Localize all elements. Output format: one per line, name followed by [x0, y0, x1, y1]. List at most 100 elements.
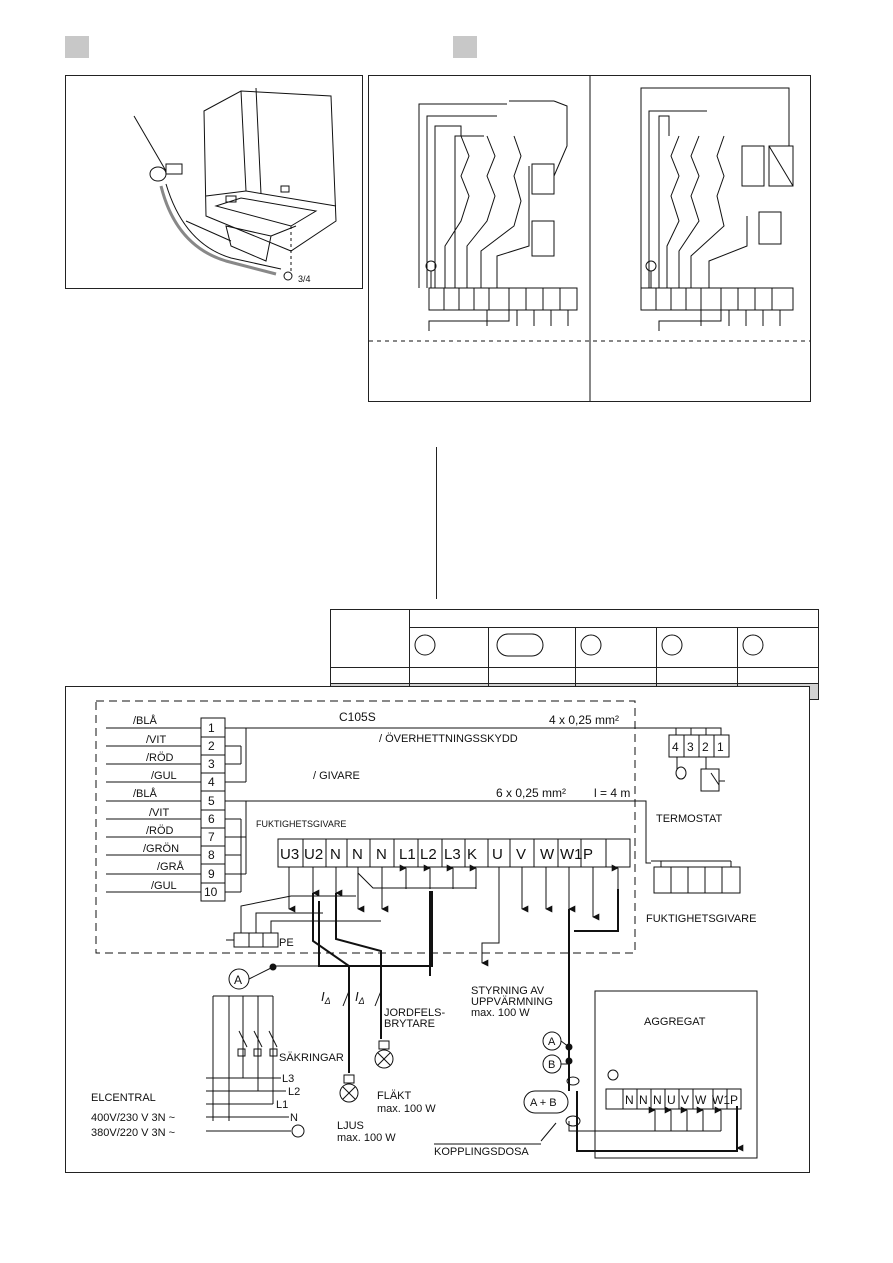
aggregat-label: AGGREGAT — [644, 1016, 706, 1028]
table-symbol-cell — [737, 627, 819, 668]
pe-label: PE — [279, 937, 294, 949]
main-terminal: L2 — [420, 846, 437, 863]
column-divider — [436, 447, 437, 599]
relay-schematics — [369, 76, 810, 401]
thermostat-label: TERMOSTAT — [656, 813, 722, 825]
heating-label: STYRNING AV — [471, 985, 545, 997]
aggregat-terminal: N — [625, 1093, 634, 1107]
aggregat-terminal: N — [653, 1093, 662, 1107]
thermostat-terminal: 4 — [672, 740, 679, 754]
junction-box-label: KOPPLINGSDOSA — [434, 1146, 529, 1158]
cable-a-label: 4 x 0,25 mm² — [549, 713, 619, 727]
svg-text:3/4: 3/4 — [298, 274, 311, 284]
earth-fault-label: JORDFELS- — [384, 1007, 445, 1019]
heater-illustration: 3/4 — [133, 87, 337, 284]
section-tab-right — [453, 36, 477, 58]
left-terminal-num: 1 — [208, 721, 215, 735]
left-terminal-num: 8 — [208, 848, 215, 862]
thermostat-terminal: 3 — [687, 740, 694, 754]
fan-label: FLÄKT — [377, 1090, 412, 1102]
breaker-symbol: IΔ — [321, 989, 331, 1006]
wire-color-label: /GRÅ — [157, 860, 185, 873]
cable-length-label: l = 4 m — [594, 786, 630, 800]
thermostat-terminal: 1 — [717, 740, 724, 754]
humidity-sensor-label: FUKTIGHETSGIVARE — [256, 819, 346, 829]
aggregat-terminal: V — [681, 1093, 689, 1107]
sensor-label: / GIVARE — [313, 770, 360, 782]
table-cell — [656, 667, 738, 684]
wire-color-label: /GUL — [151, 880, 177, 892]
table-cell — [409, 667, 489, 684]
aggregat-terminal: U — [667, 1093, 676, 1107]
marker-b: B — [548, 1059, 555, 1071]
fan-max-label: max. 100 W — [377, 1103, 436, 1115]
supply-voltage-2: 380V/220 V 3N ~ — [91, 1127, 175, 1139]
main-terminal: N — [376, 846, 387, 863]
main-terminal: L3 — [444, 846, 461, 863]
marker-ab: A + B — [530, 1097, 557, 1109]
left-terminal-num: 10 — [204, 885, 218, 899]
table-header-cell — [409, 609, 819, 628]
table-cell — [737, 667, 819, 684]
earth-fault-label: BRYTARE — [384, 1018, 435, 1030]
wire-color-label: /GUL — [151, 770, 177, 782]
aggregat-terminal: W1 — [712, 1093, 730, 1107]
table-cell — [575, 667, 657, 684]
main-terminal: W — [540, 846, 555, 863]
relay-schematic-panel — [368, 75, 811, 402]
main-terminal: U2 — [304, 846, 323, 863]
table-symbol-cell — [656, 627, 738, 668]
heating-label: UPPVÄRMNING — [471, 996, 553, 1008]
left-terminal-num: 6 — [208, 812, 215, 826]
fuses-label: SÄKRINGAR — [279, 1052, 344, 1064]
main-terminal: W1 — [560, 846, 583, 863]
wire-color-label: /RÖD — [146, 825, 174, 837]
model-label: C105S — [339, 710, 376, 724]
wire-color-label: /VIT — [149, 807, 169, 819]
heating-max-label: max. 100 W — [471, 1007, 530, 1019]
line-label: L2 — [288, 1086, 300, 1098]
overheat-label: / ÖVERHETTNINGSSKYDD — [379, 733, 518, 745]
breaker-symbol: IΔ — [355, 989, 365, 1006]
supply-voltage-1: 400V/230 V 3N ~ — [91, 1112, 175, 1124]
heater-illustration-panel: 3/4 — [65, 75, 363, 289]
table-corner-cell — [330, 609, 410, 668]
thermostat-terminal: 2 — [702, 740, 709, 754]
aggregat-terminal: N — [639, 1093, 648, 1107]
wiring-diagram: C105S 4 x 0,25 mm² / ÖVERHETTNINGSSKYDD … — [91, 700, 758, 1159]
main-terminal: N — [330, 846, 341, 863]
main-terminal: V — [516, 846, 526, 863]
table-symbol-cell — [488, 627, 576, 668]
main-terminal: N — [352, 846, 363, 863]
main-terminal: K — [467, 846, 477, 863]
left-terminal-num: 9 — [208, 867, 215, 881]
aggregat-terminal: P — [730, 1093, 738, 1107]
line-label: L3 — [282, 1073, 294, 1085]
marker-a: A — [548, 1036, 556, 1048]
light-max-label: max. 100 W — [337, 1132, 396, 1144]
humidity-sensor-right-label: FUKTIGHETSGIVARE — [646, 913, 756, 925]
main-terminal: U — [492, 846, 503, 863]
left-terminal-num: 5 — [208, 794, 215, 808]
left-terminal-num: 4 — [208, 775, 215, 789]
table-symbol-cell — [575, 627, 657, 668]
table-cell — [330, 667, 410, 684]
line-label: N — [290, 1112, 298, 1124]
table-cell — [488, 667, 576, 684]
left-terminal-num: 3 — [208, 757, 215, 771]
wire-color-label: /BLÅ — [133, 787, 158, 800]
light-label: LJUS — [337, 1120, 364, 1132]
wiring-diagram-panel: C105S 4 x 0,25 mm² / ÖVERHETTNINGSSKYDD … — [65, 686, 810, 1173]
elcentral-label: ELCENTRAL — [91, 1092, 156, 1104]
wire-color-label: /RÖD — [146, 752, 174, 764]
aggregat-terminal: W — [695, 1093, 707, 1107]
left-terminal-num: 7 — [208, 830, 215, 844]
wire-color-label: /GRÖN — [143, 843, 179, 855]
cable-b-label: 6 x 0,25 mm² — [496, 786, 566, 800]
table-symbol-cell — [409, 627, 489, 668]
main-terminal: U3 — [280, 846, 299, 863]
wire-color-label: /VIT — [146, 734, 166, 746]
section-tab-left — [65, 36, 89, 58]
main-terminal: P — [583, 846, 593, 863]
left-terminal-num: 2 — [208, 739, 215, 753]
